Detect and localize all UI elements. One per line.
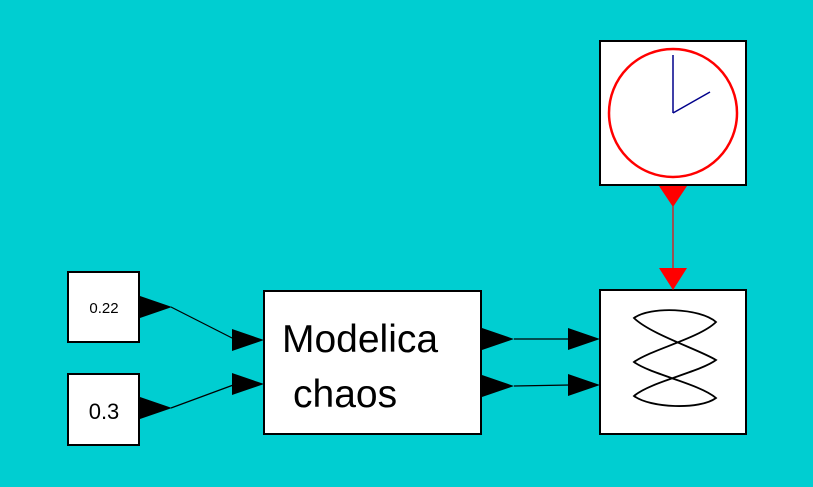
modelica-chaos-block[interactable]: Modelica chaos bbox=[232, 290, 514, 435]
modelica-output-port-2[interactable] bbox=[482, 375, 514, 397]
clock-event-output-port[interactable] bbox=[659, 186, 687, 207]
modelica-chaos-block-body[interactable] bbox=[263, 290, 482, 435]
xy-scope-icon bbox=[632, 309, 718, 407]
wire-const-b-to-modelica[interactable] bbox=[170, 383, 237, 409]
modelica-block-label-line2: chaos bbox=[293, 373, 397, 416]
modelica-input-port-2[interactable] bbox=[232, 373, 264, 395]
modelica-output-port-1[interactable] bbox=[482, 328, 514, 350]
constant-block-b-label: 0.3 bbox=[89, 399, 120, 424]
wire-const-a-to-modelica[interactable] bbox=[170, 306, 237, 341]
clock-block[interactable] bbox=[599, 40, 747, 207]
modelica-block-label-line1: Modelica bbox=[282, 318, 438, 361]
xy-scope-input-port-1[interactable] bbox=[568, 328, 600, 350]
constant-block-a-body[interactable] bbox=[67, 271, 140, 343]
xy-scope-input-port-2[interactable] bbox=[568, 374, 600, 396]
wire-modelica-out2-to-scope[interactable] bbox=[513, 384, 571, 387]
constant-block-b-body[interactable] bbox=[67, 373, 140, 446]
modelica-input-port-1[interactable] bbox=[232, 329, 264, 351]
constant-block-a-label: 0.22 bbox=[89, 300, 118, 317]
xy-scope-block[interactable] bbox=[568, 268, 747, 435]
constant-block-a-output-port[interactable] bbox=[140, 296, 172, 318]
constant-block-b[interactable]: 0.3 bbox=[67, 373, 172, 446]
constant-block-a[interactable]: 0.22 bbox=[67, 271, 172, 343]
xy-scope-block-body[interactable] bbox=[599, 289, 747, 435]
clock-icon bbox=[607, 47, 739, 179]
constant-block-b-output-port[interactable] bbox=[140, 397, 172, 419]
xy-scope-event-input-port[interactable] bbox=[659, 268, 687, 290]
